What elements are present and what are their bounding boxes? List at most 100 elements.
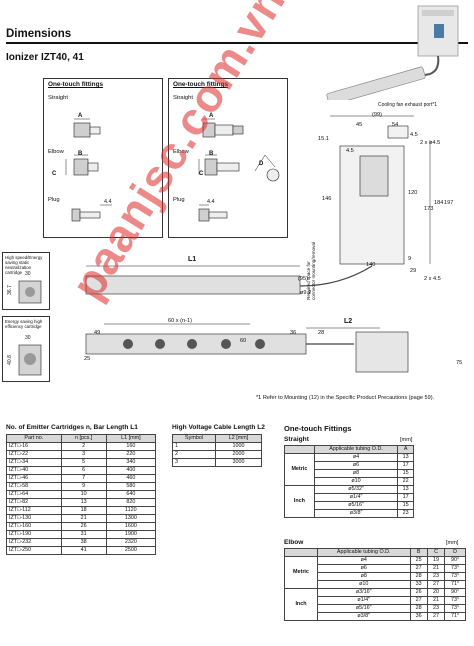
mounting-reference-note: *1 Refer to Mounting (12) in the Specifi… [256, 395, 435, 401]
emitter-cell: 26 [60, 522, 107, 531]
elbow-cell: ø5/16" [316, 604, 411, 613]
elbow-cell: 27 [409, 564, 428, 573]
elbow-group-cell: Metric [284, 556, 318, 589]
elbow-cell: 73° [444, 564, 466, 573]
emitter-cell: 18 [60, 506, 107, 515]
emitter-header-cell: Part no. [6, 434, 62, 443]
dim-146: 146 [322, 196, 332, 202]
elbow-cell: ø6 [316, 564, 411, 573]
dim-15-1: 15.1 [318, 136, 329, 142]
cable-header-cell: L2 [mm] [215, 434, 262, 443]
straight-cell: ø1/4" [313, 493, 399, 502]
title-divider [6, 42, 468, 44]
dim-9: 9 [408, 256, 412, 262]
plug-dim-label: 4.4 [207, 199, 215, 205]
straight-cell: 13 [397, 485, 414, 494]
emitter-cell: 21 [60, 514, 107, 523]
emitter-cell: 460 [105, 474, 157, 483]
elbow-cell: 36 [409, 612, 428, 621]
straight-cell: 17 [397, 461, 414, 470]
emitter-cell: 3 [60, 450, 107, 459]
straight-label: Straight [173, 95, 193, 101]
emitter-cell: IZT□-250 [6, 546, 62, 555]
dim-60: 60 [240, 338, 247, 344]
elbow-corner-cell [284, 548, 318, 557]
straight-group-cell: Metric [284, 453, 315, 486]
l2-label: L2 [344, 318, 353, 325]
elbow-cell: 26 [409, 588, 428, 597]
straight-group-cell: Inch [284, 485, 315, 518]
product-title: Ionizer IZT40, 41 [6, 52, 84, 63]
cartridge-drawing [18, 344, 42, 376]
straight-cell: 22 [397, 477, 414, 486]
elbow-cell: 90° [444, 556, 466, 565]
elbow-cell: 27 [426, 580, 446, 589]
straight-cell: ø8 [313, 469, 399, 478]
straight-caption: Straight [284, 436, 309, 443]
dim-95: (95) [298, 276, 308, 282]
emitter-cell: 5 [60, 458, 107, 467]
emitter-cell: 1120 [105, 506, 157, 515]
elbow-cell: ø3/8" [316, 612, 411, 621]
dim-54: 54 [392, 122, 399, 128]
emitter-header-cell: n [pcs.] [60, 434, 107, 443]
emitter-cell: 400 [105, 466, 157, 475]
high-speed-cartridge-label: High speed/Energy saving static neutrali… [5, 255, 43, 275]
emitter-cell: IZT□-130 [6, 514, 62, 523]
section-title: Dimensions [6, 28, 72, 40]
pitch-label: 60 x (n-1) [168, 318, 192, 324]
straight-corner-cell [284, 445, 315, 454]
dim-2x-dia-4-5: 2 x ø4.5 [420, 140, 441, 146]
emitter-cell: 31 [60, 530, 107, 539]
elbow-group-cell: Inch [284, 588, 318, 621]
straight-cell: ø6 [313, 461, 399, 470]
dim-99: (99) [372, 112, 382, 118]
elbow-header-cell: Applicable tubing O.D. [316, 548, 411, 557]
elbow-cell: 28 [409, 572, 428, 581]
connector-space-note: Required space for connector mounting/re… [306, 242, 316, 300]
fitting-panel-left: One-touch fittings Straight Elbow Plug A… [43, 78, 163, 238]
elbow-cell: 71° [444, 580, 466, 589]
fitting-drawings-left [65, 118, 112, 222]
dim-b-label: B [209, 151, 214, 157]
dim-a-label: A [78, 113, 83, 119]
emitter-cell: IZT□-232 [6, 538, 62, 547]
emitter-cell: 41 [60, 546, 107, 555]
dim-c-label: C [52, 171, 57, 177]
straight-cell: ø4 [313, 453, 399, 462]
straight-cell: ø5/16" [313, 501, 399, 510]
elbow-cell: 27 [409, 596, 428, 605]
elbow-cell: ø1/4" [316, 596, 411, 605]
dim-30: 30 [25, 335, 31, 341]
fitting-panel-title: One-touch fittings [48, 81, 104, 88]
dim-2x-4-5: 2 x 4.5 [424, 276, 441, 282]
cable-cell: 1 [171, 442, 217, 451]
straight-cell: ø3/8" [313, 509, 399, 518]
dim-45: 45 [356, 122, 363, 128]
elbow-label: Elbow [173, 149, 189, 155]
emitter-cell: IZT□-40 [6, 466, 62, 475]
dim-4-5: 4.5 [410, 132, 418, 138]
straight-cell: ø10 [313, 477, 399, 486]
emitter-cell: IZT□-160 [6, 522, 62, 531]
dim-49: 49 [94, 330, 101, 336]
emitter-cell: 640 [105, 490, 157, 499]
elbow-cell: 23 [426, 572, 446, 581]
dim-28: 28 [318, 330, 325, 336]
elbow-cell: 20 [426, 588, 446, 597]
plug-label: Plug [48, 197, 60, 203]
straight-label: Straight [48, 95, 68, 101]
fittings-title: One-touch Fittings [284, 424, 352, 433]
emitter-cell: 220 [105, 450, 157, 459]
dim-173: 173 [424, 206, 434, 212]
